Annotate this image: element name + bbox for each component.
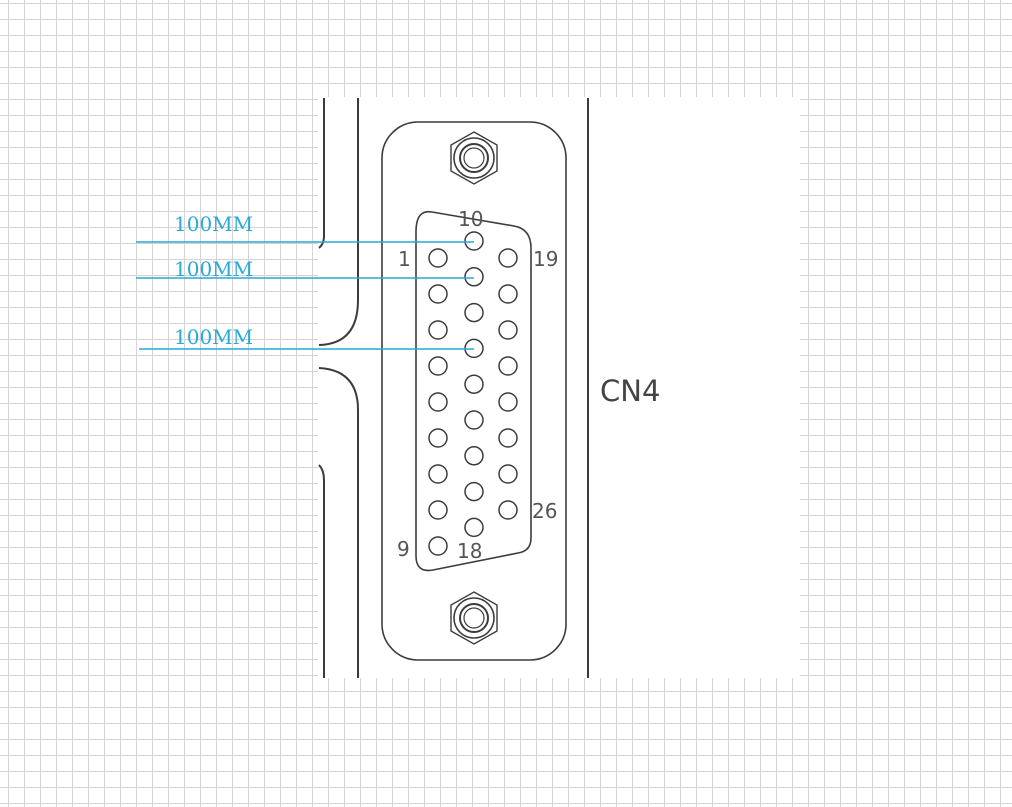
pin-label-26: 26: [532, 499, 557, 523]
drawing-panel: [318, 97, 800, 678]
screw-bottom-icon: [450, 591, 498, 645]
dimension-label-3: 100MM: [174, 325, 253, 349]
housing-notch-lower: [318, 464, 325, 678]
pin-array: [428, 231, 518, 556]
pin-15: [464, 410, 484, 430]
housing-curve-upper: [318, 299, 359, 346]
pin-14: [464, 374, 484, 394]
pin-8: [428, 500, 448, 520]
pin-16: [464, 446, 484, 466]
pin-19: [498, 248, 518, 268]
pin-20: [498, 284, 518, 304]
pin-4: [428, 356, 448, 376]
pin-23: [498, 392, 518, 412]
pin-3: [428, 320, 448, 340]
pin-label-1: 1: [398, 247, 411, 271]
pin-21: [498, 320, 518, 340]
pin-12: [464, 302, 484, 323]
pin-18: [464, 517, 484, 538]
housing-notch-upper: [318, 235, 325, 249]
pin-label-18: 18: [457, 539, 482, 563]
pin-9: [428, 536, 448, 556]
pin-6: [428, 428, 448, 448]
dimension-label-2: 100MM: [174, 257, 253, 281]
pin-2: [428, 284, 448, 304]
connector-label: CN4: [600, 374, 660, 408]
pin-26: [498, 500, 518, 520]
pin-label-10: 10: [458, 207, 483, 231]
dsub-shell: [415, 210, 532, 572]
housing-curve-lower: [318, 367, 359, 678]
screw-top-icon: [450, 131, 498, 185]
pin-22: [498, 356, 518, 376]
pin-7: [428, 464, 448, 484]
pin-11: [464, 267, 484, 287]
pin-10: [464, 231, 484, 251]
dimension-label-1: 100MM: [174, 212, 253, 236]
pin-label-19: 19: [533, 247, 558, 271]
pin-17: [464, 481, 484, 502]
pin-24: [498, 428, 518, 448]
pin-5: [428, 392, 448, 412]
pin-25: [498, 464, 518, 484]
connector-flange: [381, 121, 567, 661]
pin-1: [428, 248, 448, 268]
pin-label-9: 9: [397, 537, 410, 561]
